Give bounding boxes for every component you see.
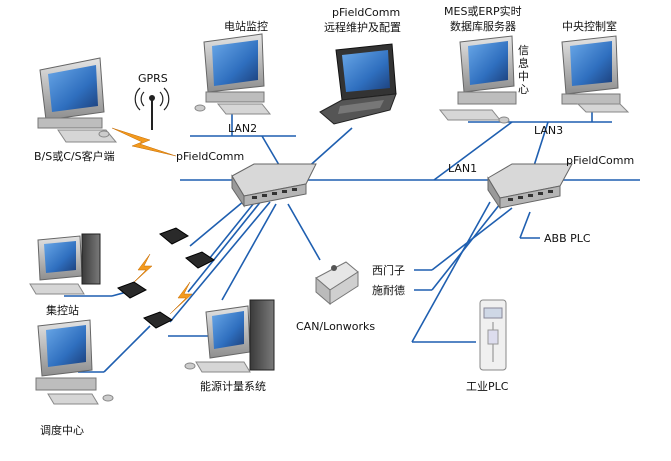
- control-station-label: 集控站: [46, 304, 79, 317]
- dispatch-center-label: 调度中心: [40, 424, 84, 437]
- lan1-line: [433, 121, 513, 181]
- network-links: [64, 108, 640, 373]
- bs-client-label: B/S或C/S客户端: [34, 150, 115, 163]
- gateway-box-4: [143, 311, 173, 329]
- industrial-plc-label: 工业PLC: [466, 380, 509, 393]
- lan2-label: LAN2: [228, 122, 258, 135]
- energy-metering-computer-icon: [184, 299, 275, 373]
- cluster-link-3: [187, 199, 263, 293]
- pfieldcomm-left-label: pFieldComm: [176, 150, 245, 163]
- mes-server-computer-icon: [438, 35, 517, 124]
- remote-maint-subtitle: 远程维护及配置: [324, 21, 401, 34]
- mes-subtitle: 数据库服务器: [450, 20, 516, 33]
- can-link: [287, 203, 321, 261]
- schneider-label: 施耐德: [372, 284, 405, 297]
- energy-link: [221, 203, 277, 301]
- power-station-label: 电站监控: [224, 20, 268, 33]
- power-station-computer-icon: [194, 33, 272, 115]
- bs-client-computer-icon: [37, 57, 118, 143]
- gprs-label: GPRS: [138, 72, 168, 85]
- pfieldcomm-right-label: pFieldComm: [566, 154, 635, 167]
- gprs-bolt: [111, 127, 177, 157]
- central-control-computer-icon: [561, 35, 630, 113]
- cluster-link-4: [169, 201, 271, 323]
- lan3-label: LAN3: [534, 124, 564, 137]
- energy-metering-label: 能源计量系统: [200, 380, 266, 393]
- central-control-label: 中央控制室: [562, 20, 617, 33]
- dispatch-computer-icon: [35, 319, 114, 405]
- laptop-icon: [319, 43, 397, 125]
- info-center-label: 信息中心: [518, 44, 529, 96]
- plc-drop: [411, 201, 491, 343]
- remote-maint-title: pFieldComm: [332, 6, 401, 19]
- gateway-boxes: [117, 227, 215, 329]
- right-switch-icon: [487, 163, 573, 210]
- can-lonworks-device-icon: [315, 261, 359, 306]
- industrial-plc-icon: [479, 299, 507, 371]
- left-switch-icon: [231, 163, 317, 208]
- cluster-link-2: [204, 197, 259, 265]
- control-station-computer-icon: [29, 233, 101, 295]
- gateway-box-2: [185, 251, 215, 269]
- lan1-label: LAN1: [448, 162, 478, 175]
- schneider-drop: [431, 203, 501, 291]
- siemens-label: 西门子: [372, 264, 405, 277]
- gprs-antenna-icon: [134, 87, 170, 130]
- abb-drop: [519, 211, 531, 239]
- mes-title: MES或ERP实时: [444, 5, 522, 18]
- wireless-bolt-2: [169, 281, 193, 315]
- gateway-box-1: [159, 227, 189, 245]
- can-lonworks-label: CAN/Lonworks: [296, 320, 376, 333]
- wireless-bolt-1: [129, 253, 153, 287]
- dispatch-link: [103, 325, 151, 373]
- cluster-link-1: [189, 195, 251, 247]
- abb-plc-label: ABB PLC: [544, 232, 591, 245]
- gateway-box-3: [117, 281, 147, 299]
